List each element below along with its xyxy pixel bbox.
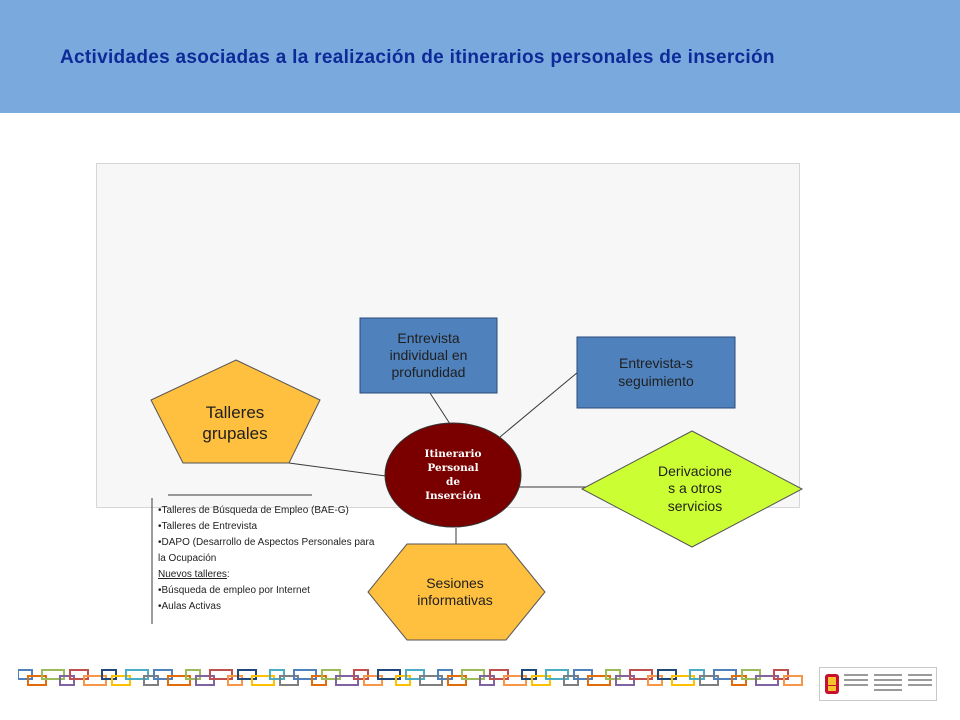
chain-link — [615, 675, 635, 686]
talleres-list-item: •Talleres de Búsqueda de Empleo (BAE-G) — [158, 505, 349, 516]
talleres-pentagon — [150, 359, 321, 464]
talleres-list-item: •DAPO (Desarrollo de Aspectos Personales… — [158, 537, 375, 564]
chain-link — [27, 675, 47, 686]
chain-link — [143, 675, 159, 686]
chain-link — [353, 669, 369, 680]
seguimiento-label: Entrevista-s seguimiento — [618, 355, 694, 389]
chain-link — [713, 669, 737, 680]
chain-link — [563, 675, 579, 686]
chain-link — [437, 669, 453, 680]
chain-link — [195, 675, 215, 686]
logo-text-block — [874, 674, 902, 694]
chain-link — [419, 675, 443, 686]
chain-link — [731, 675, 747, 686]
chain-link — [447, 675, 467, 686]
chain-link — [647, 675, 663, 686]
talleres-list-subheading-colon: : — [226, 569, 230, 580]
chain-link — [227, 675, 243, 686]
chain-link — [269, 669, 285, 680]
sesiones-hexagon — [367, 543, 546, 641]
chain-link — [125, 669, 149, 680]
chain-link — [363, 675, 383, 686]
chain-link — [167, 675, 191, 686]
chain-link — [185, 669, 201, 680]
talleres-list-item: •Aulas Activas — [158, 601, 221, 612]
chain-link — [83, 675, 107, 686]
chain-link — [251, 675, 275, 686]
chain-link — [689, 669, 705, 680]
chain-link — [573, 669, 593, 680]
chain-link — [293, 669, 317, 680]
chain-link — [111, 675, 131, 686]
chain-link — [755, 675, 779, 686]
talleres-list-subheading-row: Nuevos talleres: — [158, 567, 378, 583]
chain-link — [605, 669, 621, 680]
seguimiento-box — [576, 336, 736, 409]
chain-link — [587, 675, 611, 686]
chain-link — [503, 675, 527, 686]
derivaciones-diamond — [580, 430, 804, 548]
chain-link — [377, 669, 401, 680]
chain-link — [479, 675, 495, 686]
chain-link — [783, 675, 803, 686]
talleres-label: Talleres grupales — [202, 403, 268, 443]
chain-link — [671, 675, 695, 686]
itinerario-ellipse — [384, 422, 522, 528]
chain-link — [209, 669, 233, 680]
header-band — [0, 0, 960, 113]
ministry-logo — [819, 667, 937, 701]
talleres-list: •Talleres de Búsqueda de Empleo (BAE-G) … — [158, 503, 378, 615]
chain-link — [521, 669, 537, 680]
chain-link — [59, 675, 75, 686]
coat-of-arms-icon — [825, 674, 839, 694]
chain-link — [773, 669, 789, 680]
chain-link — [101, 669, 117, 680]
entrevista-label: Entrevista individual en profundidad — [389, 329, 468, 381]
chain-link — [699, 675, 719, 686]
logo-text-block — [844, 674, 868, 689]
entrevista-box — [359, 317, 498, 394]
talleres-list-item: •Búsqueda de empleo por Internet — [158, 585, 310, 596]
slide-title: Actividades asociadas a la realización d… — [60, 47, 775, 68]
chain-link — [461, 669, 485, 680]
chain-link — [41, 669, 65, 680]
chain-link — [545, 669, 569, 680]
itinerario-label: Itinerario Personal de Inserción — [424, 447, 482, 503]
logo-text-block — [908, 674, 932, 689]
talleres-list-item: •Talleres de Entrevista — [158, 521, 258, 532]
chain-link — [489, 669, 509, 680]
chain-link — [629, 669, 653, 680]
chain-link — [335, 675, 359, 686]
chain-link — [531, 675, 551, 686]
derivaciones-label: Derivacione s a otros servicios — [658, 463, 732, 514]
chain-link — [279, 675, 299, 686]
talleres-list-subheading: Nuevos talleres — [158, 569, 227, 580]
chain-link — [321, 669, 341, 680]
chain-link — [405, 669, 425, 680]
decorative-chain-border — [18, 669, 803, 686]
connector-seguimiento — [499, 371, 579, 438]
chain-link — [18, 669, 33, 680]
chain-link — [237, 669, 257, 680]
connector-talleres — [288, 462, 394, 478]
chain-link — [741, 669, 761, 680]
connector-entrevista — [429, 392, 453, 428]
chain-link — [311, 675, 327, 686]
sesiones-label: Sesiones informativas — [417, 574, 493, 608]
chain-link — [657, 669, 677, 680]
chain-link — [69, 669, 89, 680]
chain-link — [395, 675, 411, 686]
chain-link — [153, 669, 173, 680]
